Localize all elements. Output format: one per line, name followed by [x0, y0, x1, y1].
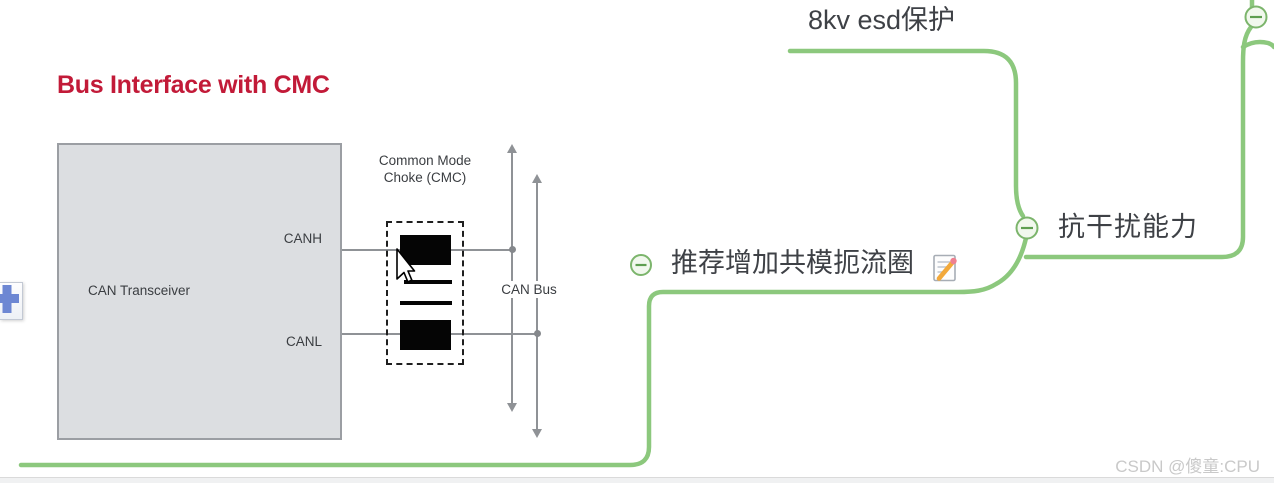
canh-bus-junction-dot: [509, 246, 516, 253]
collapse-button-root[interactable]: [1244, 5, 1268, 29]
bus-arrow-left-down: [507, 403, 517, 412]
watermark: CSDN @傻童:CPU: [1115, 457, 1260, 476]
bus-arrow-left-up: [507, 144, 517, 153]
topic-add-common-mode-choke[interactable]: 推荐增加共模扼流圈: [671, 248, 914, 278]
add-topic-button[interactable]: [0, 282, 23, 320]
canl-bus-junction-dot: [534, 330, 541, 337]
choke-dashed-box: [386, 221, 464, 365]
bus-line-left: [511, 152, 513, 404]
edge-anti-branch: [1023, 24, 1254, 260]
mouse-cursor-icon: [396, 248, 416, 283]
note-edit-icon[interactable]: [931, 252, 961, 284]
can-bus-label: CAN Bus: [494, 281, 564, 298]
figure-title: Bus Interface with CMC: [57, 71, 330, 99]
choke-core-line2: [400, 301, 452, 305]
bus-arrow-right-down: [532, 429, 542, 438]
choke-winding-bottom: [400, 320, 451, 350]
choke-label: Common Mode Choke (CMC): [374, 152, 476, 186]
can-transceiver-box: [57, 143, 342, 440]
plus-icon: [0, 285, 19, 313]
collapse-button-cmc[interactable]: [630, 254, 652, 276]
bus-arrow-right-up: [532, 174, 542, 183]
edge-esd-branch: [787, 48, 1026, 219]
canvas-bottom-edge: [0, 477, 1274, 483]
topic-anti-interference[interactable]: 抗干扰能力: [1058, 212, 1198, 242]
edge-right-stub: [1240, 39, 1274, 50]
choke-core-line1: [404, 280, 452, 284]
choke-label-line2: Choke (CMC): [383, 170, 467, 185]
canl-pin-label: CANL: [285, 334, 322, 349]
topic-esd-protection[interactable]: 8kv esd保护: [808, 5, 956, 35]
edge-cmc-branch: [18, 235, 1029, 468]
can-transceiver-label: CAN Transceiver: [88, 283, 191, 298]
choke-label-line1: Common Mode: [378, 153, 472, 168]
bus-line-right: [536, 182, 538, 430]
choke-winding-top: [400, 235, 451, 265]
collapse-button-anti[interactable]: [1015, 216, 1039, 240]
canh-pin-label: CANH: [283, 231, 322, 246]
